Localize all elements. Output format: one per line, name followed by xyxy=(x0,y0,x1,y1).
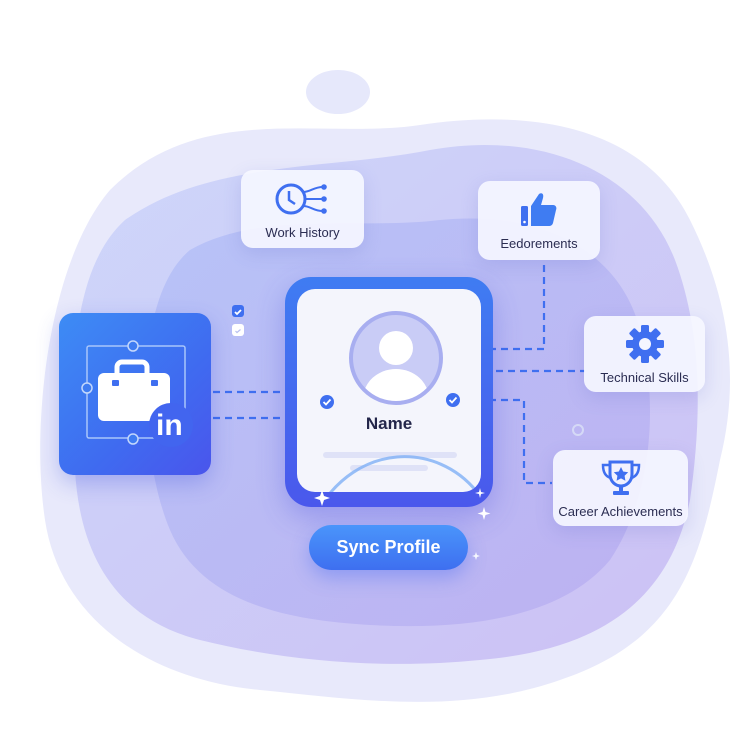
card-career-achievements[interactable]: Career Achievements xyxy=(553,450,688,526)
card-label: Eedorements xyxy=(500,236,578,251)
profile-card: Name xyxy=(285,277,493,507)
trophy-icon xyxy=(601,460,640,495)
user-avatar-icon xyxy=(349,311,443,405)
thumbs-up-icon xyxy=(521,193,557,226)
profile-line-2 xyxy=(350,465,428,471)
sparkles xyxy=(314,488,491,560)
clock-icon xyxy=(275,183,327,214)
card-work-history[interactable]: Work History xyxy=(241,170,364,248)
check-badge-icon xyxy=(320,395,334,409)
card-label: Work History xyxy=(265,224,340,240)
profile-name: Name xyxy=(365,414,413,433)
sync-profile-button[interactable]: Sync Profile xyxy=(309,525,468,570)
gear-icon xyxy=(625,324,664,363)
profile-line-1 xyxy=(323,452,457,458)
card-technical-skills[interactable]: Technical Skills xyxy=(584,316,705,392)
briefcase-icon xyxy=(81,340,193,447)
linkedin-logo-text: in xyxy=(156,409,183,442)
linkedin-source-tile[interactable]: in xyxy=(59,313,211,475)
check-badge-icon xyxy=(446,393,460,407)
checkbox-unchecked[interactable] xyxy=(232,324,244,336)
checkbox-checked[interactable] xyxy=(232,305,244,317)
card-endorsements[interactable]: Eedorements xyxy=(478,181,600,260)
sync-arc xyxy=(329,455,479,492)
card-label: Career Achievements xyxy=(558,503,683,519)
card-label: Technical Skills xyxy=(600,369,689,385)
